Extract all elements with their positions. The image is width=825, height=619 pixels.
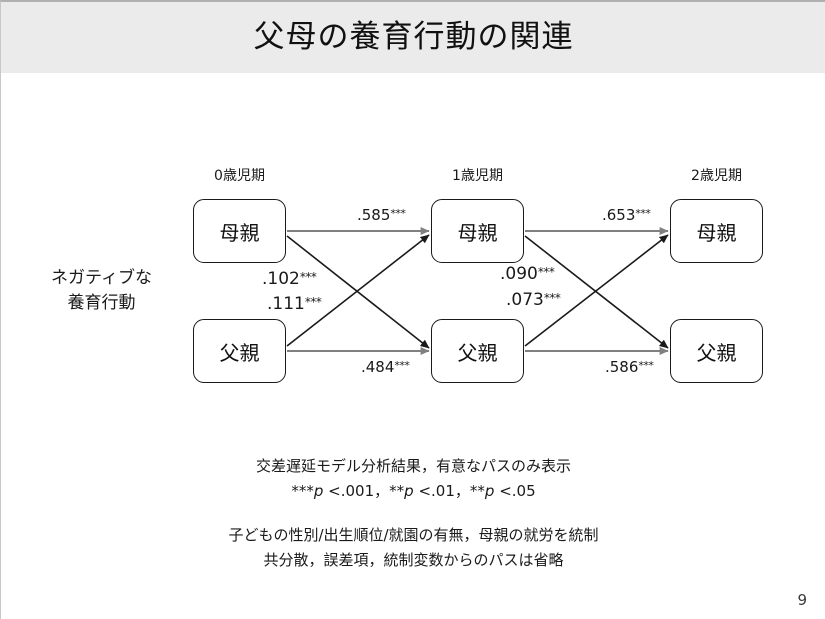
node-box-mother-wave1[interactable]: 母親 (431, 199, 524, 263)
sig-mid-1: <.001，** (323, 482, 405, 500)
wave-header-1: 1歳児期 (452, 168, 503, 184)
path-arrow-m1-f2 (524, 235, 669, 349)
sig-end: <.05 (494, 482, 536, 500)
coef-stars: *** (394, 359, 410, 372)
construct-label: ネガティブな 養育行動 (19, 266, 184, 316)
note-controls-line1: 子どもの性別/出生順位/就園の有無，母親の就労を統制 (228, 526, 599, 544)
coef-stars: *** (635, 207, 651, 220)
coef-value: .585 (357, 206, 391, 224)
sig-mid-2: <.01，** (413, 482, 485, 500)
node-box-mother-wave0[interactable]: 母親 (193, 199, 286, 263)
note-block-model: 交差遅延モデル分析結果，有意なパスのみ表示 ***p <.001，**p <.0… (1, 454, 825, 504)
coef-label-m1-m2: .653*** (602, 206, 651, 224)
coef-label-f1-f2: .586*** (605, 358, 654, 376)
coef-stars: *** (304, 295, 322, 309)
path-arrow-f0-m1 (286, 234, 430, 347)
node-label-father-wave2: 父親 (696, 340, 737, 365)
coef-stars: *** (537, 265, 555, 279)
coef-value: .090 (500, 264, 538, 284)
page-title: 父母の養育行動の関連 (253, 19, 574, 55)
note-significance-line: ***p <.001，**p <.01，**p <.05 (1, 479, 825, 504)
coef-stars: *** (299, 270, 317, 284)
coef-label-f0-f1: .484*** (361, 358, 410, 376)
coef-value: .111 (267, 294, 305, 314)
coef-value: .073 (506, 290, 544, 310)
coef-label-m1-f2: .090*** (500, 264, 555, 284)
node-label-father-wave1: 父親 (457, 340, 498, 365)
coef-label-f0-m1: .111*** (267, 294, 322, 314)
construct-label-line2: 養育行動 (67, 293, 136, 313)
coef-stars: *** (543, 291, 561, 305)
node-label-father-wave0: 父親 (219, 340, 260, 365)
title-band (1, 2, 825, 74)
sig-p-2: p (404, 482, 414, 500)
path-arrow-f1-m2 (524, 234, 669, 347)
page-number: 9 (797, 591, 807, 609)
coef-label-m0-f1: .102*** (262, 269, 317, 289)
wave-header-2: 2歳児期 (691, 168, 742, 184)
node-box-father-wave1[interactable]: 父親 (431, 319, 524, 383)
node-box-mother-wave2[interactable]: 母親 (670, 199, 763, 263)
node-box-father-wave2[interactable]: 父親 (670, 319, 763, 383)
coef-label-f1-m2: .073*** (506, 290, 561, 310)
node-label-mother-wave0: 母親 (219, 220, 260, 245)
sig-p-3: p (484, 482, 495, 500)
node-label-mother-wave2: 母親 (696, 220, 737, 245)
path-arrow-m0-f1 (286, 235, 430, 349)
coef-value: .653 (602, 206, 636, 224)
note-controls-line2: 共分散，誤差項，統制変数からのパスは省略 (263, 551, 564, 569)
coef-value: .484 (361, 358, 395, 376)
coef-stars: *** (638, 359, 654, 372)
note-block-controls: 子どもの性別/出生順位/就園の有無，母親の就労を統制 共分散，誤差項，統制変数か… (1, 523, 825, 573)
coef-value: .586 (605, 358, 639, 376)
node-box-father-wave0[interactable]: 父親 (193, 319, 286, 383)
sig-p-1: p (313, 482, 324, 500)
note-model-line1: 交差遅延モデル分析結果，有意なパスのみ表示 (255, 457, 571, 475)
coef-label-m0-m1: .585*** (357, 206, 406, 224)
wave-header-0: 0歳児期 (214, 168, 265, 184)
construct-label-line1: ネガティブな (51, 268, 152, 288)
coef-stars: *** (390, 207, 406, 220)
node-label-mother-wave1: 母親 (457, 220, 498, 245)
sig-prefix: *** (291, 482, 314, 500)
coef-value: .102 (262, 269, 300, 289)
